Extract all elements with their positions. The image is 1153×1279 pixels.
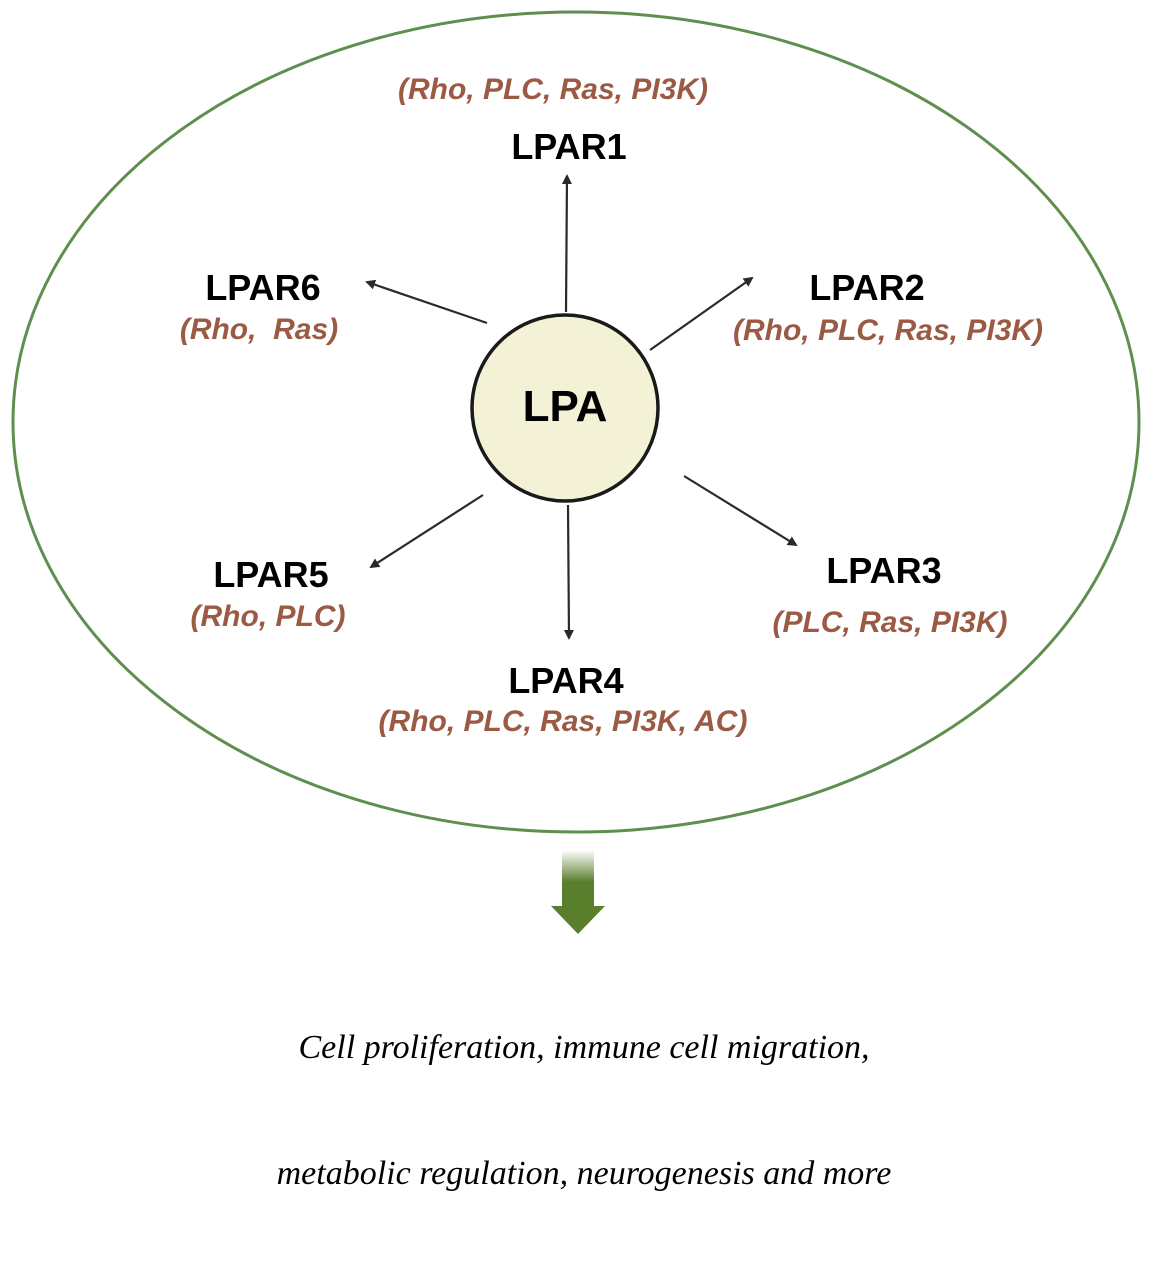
- lpar3-pathways: (PLC, Ras, PI3K): [772, 606, 1008, 639]
- output-arrow: [551, 850, 605, 934]
- lpar6-label: LPAR6: [205, 267, 321, 308]
- lpar2-label: LPAR2: [809, 267, 925, 308]
- outcome-text: Cell proliferation, immune cell migratio…: [277, 943, 892, 1279]
- outcome-line-1: Cell proliferation, immune cell migratio…: [298, 1029, 870, 1066]
- lpar2-pathways: (Rho, PLC, Ras, PI3K): [732, 314, 1044, 347]
- outcome-line-2: metabolic regulation, neurogenesis and m…: [276, 1155, 892, 1192]
- lpar5-label: LPAR5: [213, 554, 329, 595]
- diagram-canvas: [11, 10, 1141, 934]
- lpar4-label: LPAR4: [508, 660, 624, 701]
- lpar6-pathways: (Rho, Ras): [179, 313, 339, 346]
- cell-membrane: [11, 10, 1141, 834]
- arrow-to-lpar3: [683, 475, 798, 547]
- lpar4-pathways: (Rho, PLC, Ras, PI3K, AC): [378, 705, 748, 738]
- lpa-label: LPA: [522, 382, 608, 431]
- arrow-to-lpar6: [365, 279, 488, 325]
- arrow-to-lpar4: [563, 504, 574, 640]
- arrow-to-lpar5: [369, 494, 484, 569]
- arrow-to-lpar1: [561, 174, 572, 313]
- lpar3-label: LPAR3: [826, 550, 942, 591]
- lpar1-pathways: (Rho, PLC, Ras, PI3K): [397, 73, 709, 106]
- lpa-signaling-diagram: LPA (Rho, PLC, Ras, PI3K) LPAR1 LPAR2 (R…: [11, 10, 1141, 1192]
- arrow-to-lpar2: [649, 276, 754, 351]
- lpa-node: [470, 313, 660, 503]
- lpar5-pathways: (Rho, PLC): [190, 600, 346, 633]
- lpar1-label: LPAR1: [511, 126, 627, 167]
